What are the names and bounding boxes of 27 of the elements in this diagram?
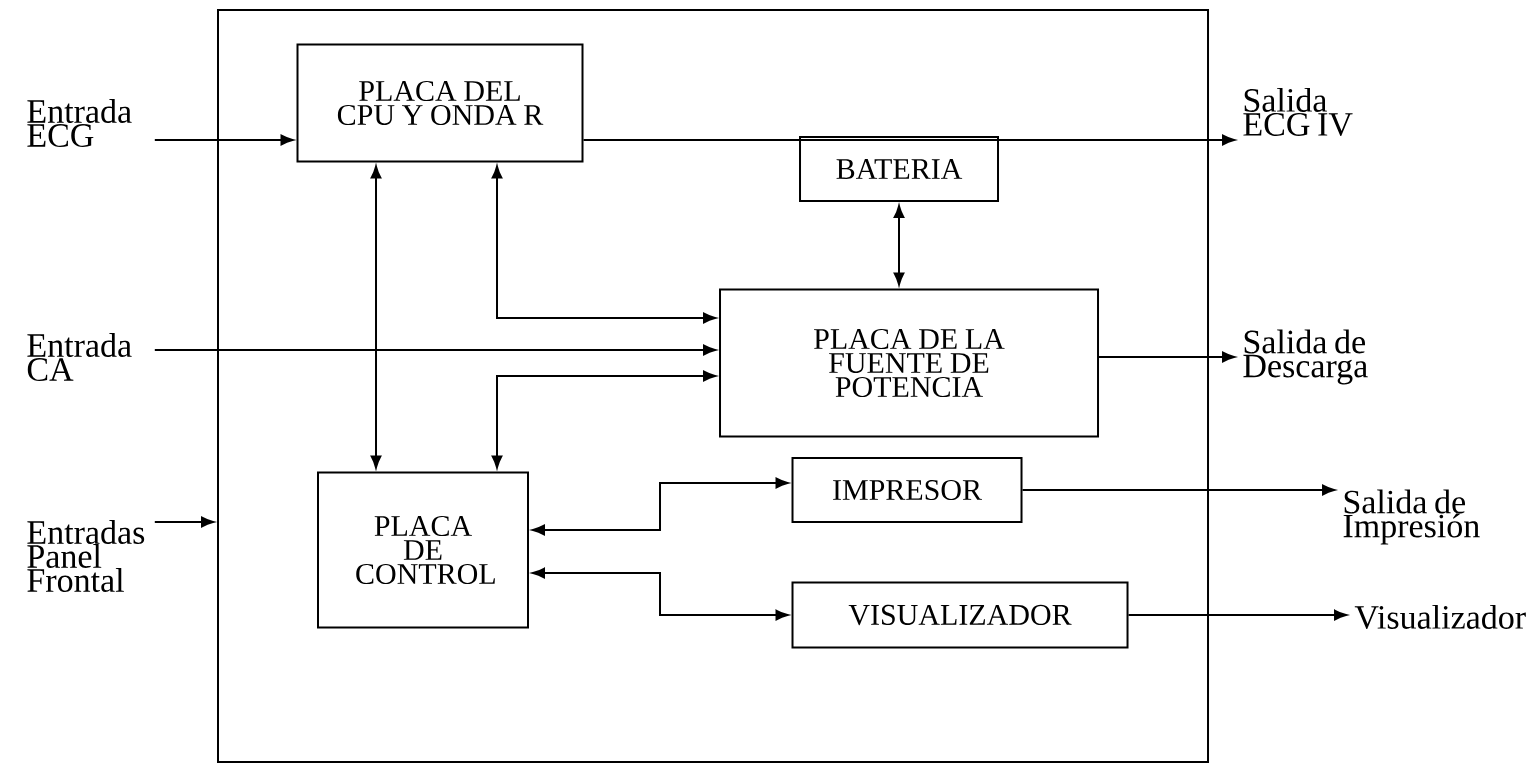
block-box: VISUALIZADOR — [791, 581, 1129, 649]
arrow — [153, 134, 294, 146]
arrow — [582, 134, 1235, 146]
arrow — [1127, 609, 1347, 621]
io-label: Visualizador — [1354, 604, 1526, 630]
block-box: BATERIA — [799, 136, 999, 202]
enclosure-box — [217, 9, 1209, 763]
io-label: Entrada CA — [27, 333, 132, 381]
arrow — [491, 370, 716, 469]
block-box: PLACA DE CONTROL — [317, 471, 529, 629]
arrow — [1098, 351, 1235, 363]
block-box: IMPRESOR — [791, 457, 1023, 523]
arrow — [153, 516, 214, 528]
block-box: PLACA DEL CPU Y ONDA R — [296, 43, 584, 163]
arrow — [1021, 484, 1335, 496]
arrow — [153, 344, 716, 356]
block-box: PLACA DE LA FUENTE DE POTENCIA — [719, 288, 1099, 438]
io-label: Salida ECG IV — [1243, 87, 1353, 137]
arrow — [532, 567, 789, 621]
io-label: Entrada ECG — [27, 99, 132, 147]
io-label: Entradas Panel Frontal — [27, 520, 145, 592]
io-label: Salida de Descarga — [1243, 329, 1368, 385]
arrow — [491, 165, 716, 324]
arrow — [532, 477, 789, 536]
arrow — [370, 165, 382, 469]
arrow — [893, 205, 905, 286]
io-label: Salida de Impresión — [1343, 489, 1480, 545]
